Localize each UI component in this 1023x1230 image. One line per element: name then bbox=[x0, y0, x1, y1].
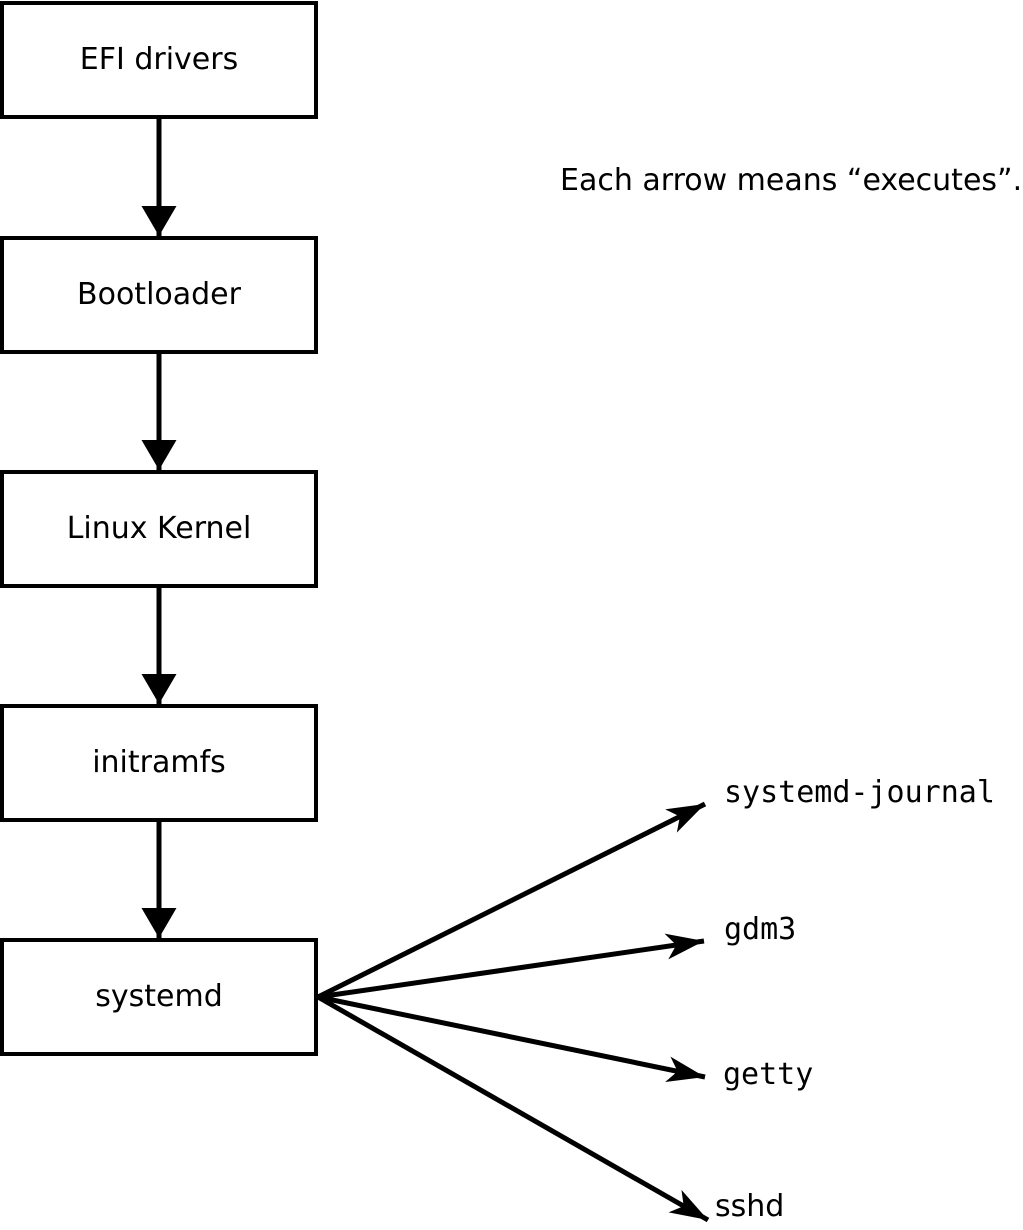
box-initramfs-label: initramfs bbox=[92, 745, 226, 780]
box-bootloader-label: Bootloader bbox=[77, 277, 241, 312]
target-label-getty: getty bbox=[723, 1057, 814, 1092]
box-bootloader: Bootloader bbox=[0, 236, 318, 354]
box-systemd: systemd bbox=[0, 938, 318, 1056]
box-linux-kernel-label: Linux Kernel bbox=[66, 511, 252, 546]
annotation-text: Each arrow means “executes”. bbox=[560, 163, 1023, 198]
target-label-sshd: sshd bbox=[715, 1189, 785, 1224]
target-label-systemd-journal: systemd-journal bbox=[724, 775, 995, 810]
box-efi-drivers-label: EFI drivers bbox=[79, 42, 239, 77]
arrow-systemd-to-sshd bbox=[316, 994, 710, 1223]
box-systemd-label: systemd bbox=[95, 979, 223, 1014]
arrow-systemd-to-gdm3 bbox=[317, 933, 705, 1000]
arrow-systemd-to-getty bbox=[317, 994, 706, 1083]
box-initramfs: initramfs bbox=[0, 704, 318, 822]
target-label-gdm3: gdm3 bbox=[724, 912, 797, 947]
arrow-systemd-to-journal bbox=[316, 801, 707, 1000]
box-efi-drivers: EFI drivers bbox=[0, 1, 318, 119]
box-linux-kernel: Linux Kernel bbox=[0, 470, 318, 588]
